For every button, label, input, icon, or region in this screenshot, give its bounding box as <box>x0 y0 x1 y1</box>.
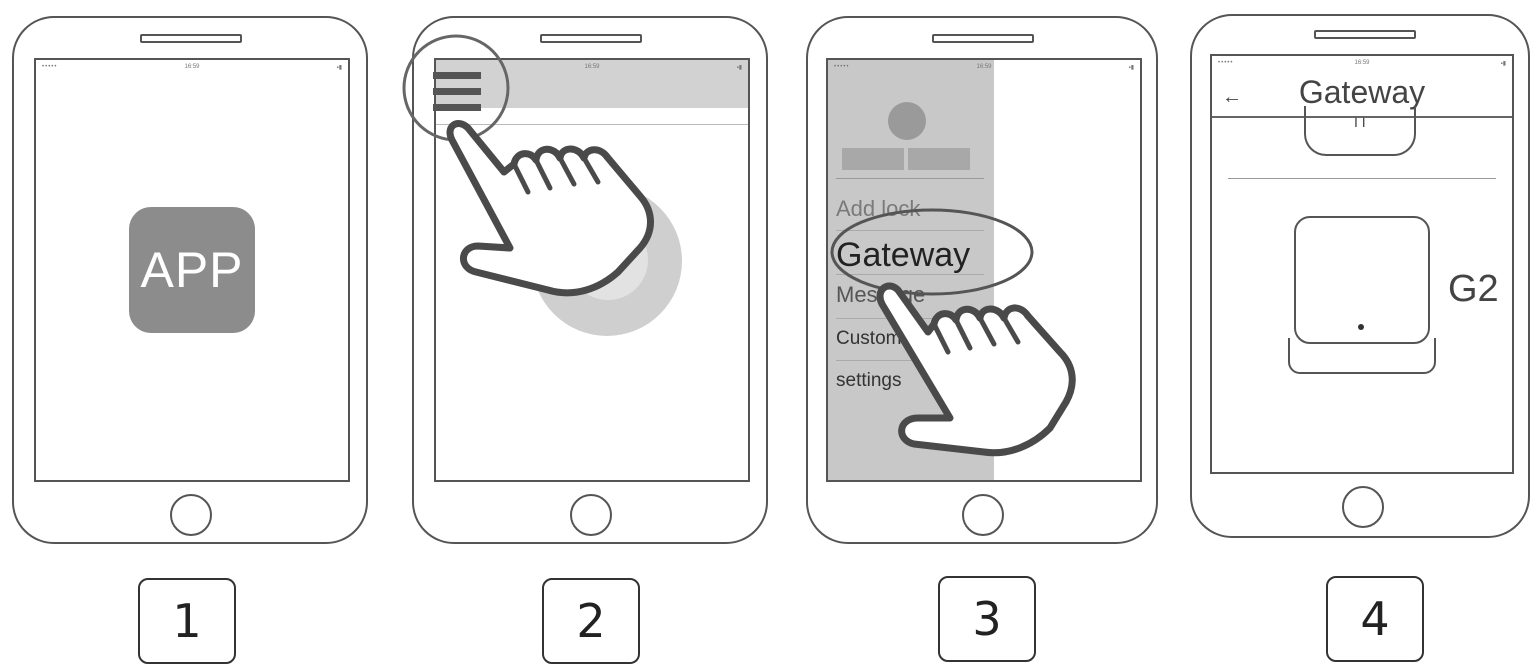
gateway-led-dot <box>1358 324 1364 330</box>
battery-icon: ▪▮ <box>1501 60 1506 67</box>
home-button[interactable] <box>1342 486 1384 528</box>
step-number-label: 4 <box>1360 592 1389 646</box>
step-number-label: 2 <box>576 594 605 648</box>
section-divider <box>1228 178 1496 179</box>
step-number-3: 3 <box>938 576 1036 662</box>
step-number-label: 1 <box>172 594 201 648</box>
phone-screen: ••••• 16:59 ▪▮ ← Gateway I I G2 <box>1210 54 1514 474</box>
gateway-base <box>1288 338 1436 374</box>
speaker-slot <box>1314 30 1416 39</box>
pointing-hand-icon <box>880 286 1072 453</box>
highlight-ellipse <box>832 210 1032 294</box>
status-bar: ••••• 16:59 ▪▮ <box>1212 60 1512 72</box>
device-model-label: G2 <box>1448 268 1499 311</box>
previous-device-indicator: I I <box>1354 114 1366 130</box>
step-number-2: 2 <box>542 578 640 664</box>
status-time: 16:59 <box>1212 60 1512 66</box>
previous-device-graphic: I I <box>1304 106 1416 156</box>
step-number-4: 4 <box>1326 576 1424 662</box>
step-number-label: 3 <box>972 592 1001 646</box>
step-number-1: 1 <box>138 578 236 664</box>
gateway-device-graphic <box>1294 216 1430 376</box>
phone-step-4: ••••• 16:59 ▪▮ ← Gateway I I G2 <box>1190 14 1530 538</box>
